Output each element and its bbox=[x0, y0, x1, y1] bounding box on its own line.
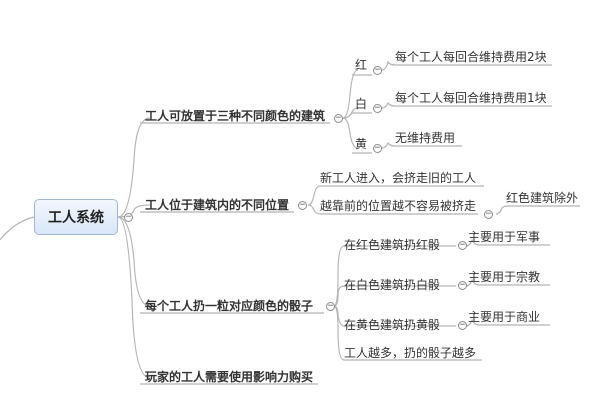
node-color-white[interactable]: 白 bbox=[355, 97, 368, 111]
collapse-toggle-buildings[interactable]: − bbox=[334, 113, 343, 123]
branch-influence[interactable]: 玩家的工人需要使用影响力购买 bbox=[145, 370, 314, 384]
node-religion[interactable]: 主要用于宗教 bbox=[468, 270, 541, 284]
collapse-toggle-yellow[interactable]: − bbox=[373, 143, 382, 153]
collapse-toggle-red[interactable]: − bbox=[373, 65, 382, 75]
node-more-workers[interactable]: 工人越多，扔的骰子越多 bbox=[344, 346, 477, 360]
node-color-yellow[interactable]: 黄 bbox=[355, 137, 368, 151]
collapse-toggle-dice[interactable]: − bbox=[326, 301, 335, 311]
collapse-toggle-front-position[interactable]: − bbox=[484, 209, 493, 219]
node-red-exception[interactable]: 红色建筑除外 bbox=[506, 191, 579, 205]
node-white-upkeep[interactable]: 每个工人每回合维持费用1块 bbox=[395, 91, 547, 105]
node-new-worker[interactable]: 新工人进入，会挤走旧的工人 bbox=[320, 171, 477, 185]
root-node[interactable]: 工人系统 bbox=[34, 199, 118, 235]
node-red-dice[interactable]: 在红色建筑扔红骰 bbox=[344, 238, 441, 252]
collapse-toggle-positions[interactable]: − bbox=[298, 200, 307, 210]
node-yellow-upkeep[interactable]: 无维持费用 bbox=[395, 131, 456, 145]
branch-positions[interactable]: 工人位于建筑内的不同位置 bbox=[145, 198, 290, 212]
collapse-toggle-white-dice[interactable]: − bbox=[458, 280, 467, 290]
branch-buildings[interactable]: 工人可放置于三种不同颜色的建筑 bbox=[145, 109, 326, 123]
collapse-toggle-red-dice[interactable]: − bbox=[458, 240, 467, 250]
node-front-position[interactable]: 越靠前的位置越不容易被挤走 bbox=[320, 199, 477, 213]
node-military[interactable]: 主要用于军事 bbox=[468, 230, 541, 244]
node-color-red[interactable]: 红 bbox=[355, 58, 368, 72]
node-commerce[interactable]: 主要用于商业 bbox=[468, 310, 541, 324]
collapse-toggle-yellow-dice[interactable]: − bbox=[458, 320, 467, 330]
node-red-upkeep[interactable]: 每个工人每回合维持费用2块 bbox=[395, 50, 547, 64]
node-yellow-dice[interactable]: 在黄色建筑扔黄骰 bbox=[344, 318, 441, 332]
node-white-dice[interactable]: 在白色建筑扔白骰 bbox=[344, 278, 441, 292]
collapse-toggle-root[interactable]: − bbox=[124, 212, 133, 222]
collapse-toggle-white[interactable]: − bbox=[373, 103, 382, 113]
branch-dice[interactable]: 每个工人扔一粒对应颜色的骰子 bbox=[145, 299, 314, 313]
